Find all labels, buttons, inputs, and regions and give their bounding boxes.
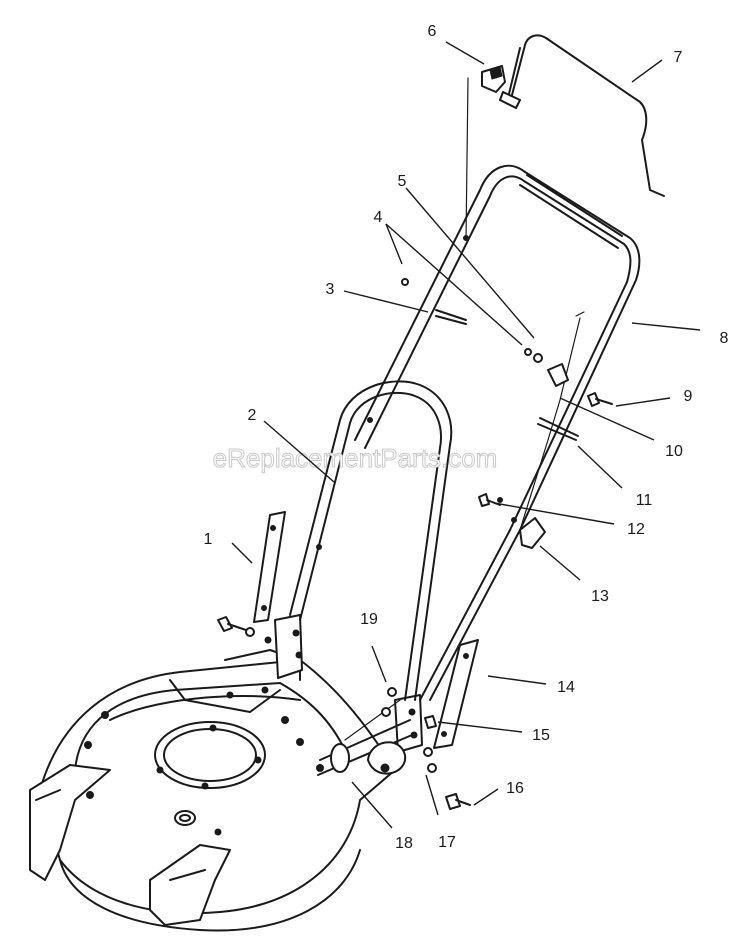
- callout-9: 9: [684, 388, 693, 405]
- callout-3: 3: [326, 281, 335, 298]
- left-handle-bracket: [253, 511, 286, 623]
- callout-15: 15: [532, 727, 550, 744]
- mower-deck: [29, 649, 396, 932]
- callout-17: 17: [438, 834, 456, 851]
- operator-bail: [499, 34, 665, 197]
- callout-18: 18: [395, 835, 413, 852]
- callout-11: 11: [636, 492, 653, 509]
- callout-2: 2: [248, 407, 257, 424]
- watermark: eReplacementParts.com: [213, 443, 498, 473]
- callout-8: 8: [720, 330, 729, 347]
- cable-and-hardware: [401, 278, 613, 549]
- callout-10: 10: [665, 443, 683, 460]
- switch-housing: [465, 65, 506, 241]
- callout-12: 12: [627, 521, 645, 538]
- right-handle-bracket: [433, 639, 479, 749]
- engine-opening: [154, 721, 266, 789]
- callout-4: 4: [374, 209, 383, 226]
- callout-13: 13: [591, 588, 609, 605]
- lower-handle: [217, 380, 479, 810]
- callout-6: 6: [428, 23, 437, 40]
- upper-handle: [316, 164, 641, 701]
- callout-16: 16: [506, 780, 524, 797]
- callout-19: 19: [360, 611, 378, 628]
- callout-numbers: 1 2 3 4 5 6 7 8 9 10 11 12 13 14 15 16 1…: [204, 23, 729, 852]
- callout-7: 7: [674, 49, 683, 66]
- callout-5: 5: [398, 173, 407, 190]
- leader-lines: [231, 41, 701, 829]
- callout-14: 14: [557, 679, 575, 696]
- callout-1: 1: [204, 531, 213, 548]
